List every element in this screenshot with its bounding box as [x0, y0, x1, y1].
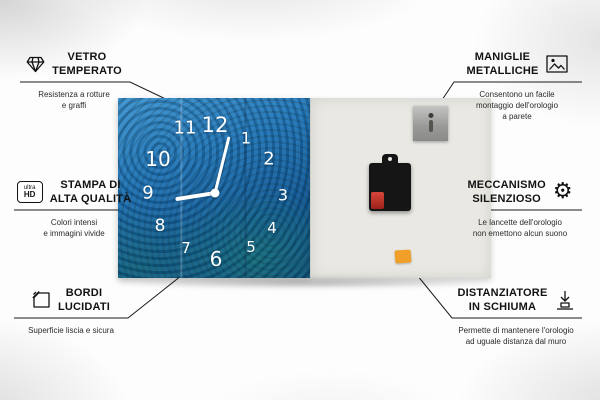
callout-title: DISTANZIATORE IN SCHIUMA	[457, 286, 548, 313]
callout-title: VETRO TEMPERATO	[52, 50, 122, 77]
callout-bordi-lucidati: BORDI LUCIDATI Superficie liscia e sicur…	[12, 284, 130, 336]
ultra-hd-icon-text: HD	[23, 190, 36, 199]
clock-number: 6	[209, 247, 223, 271]
clock-front: 1 2 3 4 5 6 7 8 9 10 11 12	[118, 98, 310, 278]
product-shadow	[112, 277, 494, 289]
clock-number: 7	[181, 239, 191, 257]
callout-maniglie-metalliche: MANIGLIE METALLICHE Consentono un facile…	[450, 48, 584, 123]
clock-number: 1	[240, 128, 252, 148]
diamond-icon	[26, 56, 45, 72]
hanger-hook	[382, 154, 398, 164]
clock-back-panel	[310, 98, 491, 278]
callout-stampa-alta-qualita: ultra HD STAMPA DI ALTA QUALITÀ Colori i…	[12, 176, 136, 239]
callout-subtitle: Colori intensi e immagini vivide	[43, 218, 105, 239]
callout-title: MANIGLIE METALLICHE	[466, 50, 539, 77]
clock-number: 3	[277, 185, 289, 205]
callout-head: ultra HD STAMPA DI ALTA QUALITÀ	[12, 176, 136, 208]
clock-number: 5	[246, 238, 256, 256]
ultra-hd-icon: ultra HD	[16, 181, 43, 203]
callout-distanziatore-in-schiuma: DISTANZIATORE IN SCHIUMA Permette di man…	[448, 284, 584, 347]
callout-title: BORDI LUCIDATI	[57, 286, 111, 313]
callout-head: DISTANZIATORE IN SCHIUMA	[448, 284, 584, 316]
minute-hand	[213, 136, 231, 194]
callout-subtitle: Consentono un facile montaggio dell'orol…	[475, 90, 559, 122]
clock-number: 10	[145, 147, 171, 171]
clock-number: 12	[201, 113, 229, 137]
callout-head: MANIGLIE METALLICHE	[450, 48, 584, 80]
callout-subtitle: Superficie liscia e sicura	[28, 326, 114, 335]
plate-slot	[428, 120, 433, 132]
callout-head: VETRO TEMPERATO	[16, 48, 132, 80]
clock-number: 9	[142, 182, 154, 204]
clock-number: 4	[267, 219, 277, 237]
callout-title: MECCANISMO SILENZIOSO	[467, 178, 546, 205]
gear-icon: ⚙	[552, 179, 573, 204]
spacer-icon	[556, 291, 573, 310]
callout-subtitle: Resistenza a rotture e graffi	[38, 90, 110, 111]
callout-subtitle: Le lancette dell'orologio non emettono a…	[472, 218, 568, 239]
plate-hole	[428, 113, 433, 118]
callout-head: MECCANISMO SILENZIOSO ⚙	[456, 176, 584, 208]
foam-spacer	[394, 249, 412, 264]
battery	[371, 192, 384, 209]
ultra-hd-icon-text: ultra	[23, 185, 36, 191]
frame-icon	[545, 55, 568, 73]
clock-number: 11	[173, 117, 197, 139]
clock-number: 8	[154, 216, 166, 236]
callout-meccanismo-silenzioso: MECCANISMO SILENZIOSO ⚙ Le lancette dell…	[456, 176, 584, 239]
mounting-plate	[413, 106, 448, 141]
polished-edge-icon	[32, 291, 50, 308]
clock-center-cap	[210, 188, 220, 198]
callout-subtitle: Permette di mantenere l'orologio ad ugua…	[458, 326, 574, 347]
callout-head: BORDI LUCIDATI	[12, 284, 130, 316]
hour-hand	[175, 191, 216, 202]
clock-mechanism	[369, 154, 411, 211]
callout-title: STAMPA DI ALTA QUALITÀ	[49, 178, 132, 205]
clock-number: 2	[263, 148, 275, 170]
callout-vetro-temperato: VETRO TEMPERATO Resistenza a rotture e g…	[16, 48, 132, 111]
